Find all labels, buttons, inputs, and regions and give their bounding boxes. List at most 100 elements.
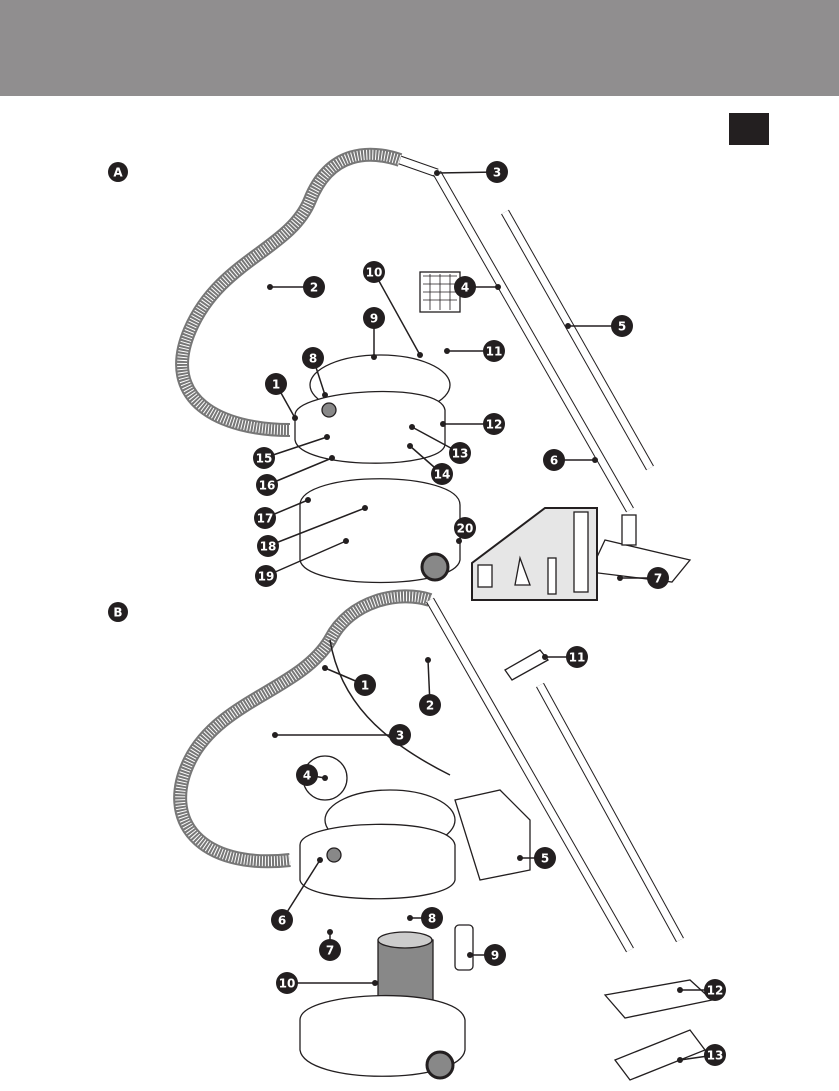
callout-number: 8	[428, 912, 436, 926]
callout-figure-a-5: 5	[565, 315, 633, 337]
callout-badge	[647, 567, 669, 589]
callout-number: 13	[452, 447, 469, 461]
callout-number: 15	[256, 452, 273, 466]
callout-number: 2	[426, 699, 434, 713]
leader-dot	[322, 775, 328, 781]
callout-figure-b-1: 1	[322, 665, 376, 696]
callout-figure-a-9: 9	[363, 307, 385, 360]
figure-a-label: A	[108, 162, 128, 182]
leader-dot	[322, 392, 328, 398]
callout-number: 18	[260, 540, 277, 554]
leader-dot	[456, 538, 462, 544]
callout-figure-a-3: 3	[434, 161, 508, 183]
callout-number: 10	[279, 977, 296, 991]
callout-badge	[254, 507, 276, 529]
callout-badge	[704, 979, 726, 1001]
callout-badge	[454, 276, 476, 298]
callout-badge	[257, 535, 279, 557]
page-header-band	[0, 0, 839, 96]
callout-number: 5	[618, 320, 626, 334]
leader-dot	[542, 654, 548, 660]
callout-figure-b-12: 12	[677, 979, 726, 1001]
callout-number: 11	[486, 345, 503, 359]
callout-figure-a-1: 1	[265, 373, 298, 421]
callout-badge	[704, 1044, 726, 1066]
leader-dot	[444, 348, 450, 354]
callout-badge	[255, 565, 277, 587]
callout-badge	[271, 909, 293, 931]
callout-number: 1	[272, 378, 280, 392]
leader-dot	[371, 354, 377, 360]
callout-badge	[302, 347, 324, 369]
leader-dot	[329, 455, 335, 461]
callout-badge	[449, 442, 471, 464]
callout-badge	[354, 674, 376, 696]
callout-number: 4	[461, 281, 469, 295]
callout-figure-b-6: 6	[271, 857, 323, 931]
callout-figure-a-7: 7	[617, 567, 669, 589]
leader-line	[263, 436, 328, 459]
callout-badge	[421, 907, 443, 929]
callout-figure-a-6: 6	[543, 449, 598, 471]
callout-number: 16	[259, 479, 276, 493]
svg-text:A: A	[113, 166, 123, 180]
callout-number: 10	[366, 266, 383, 280]
accessories-box	[471, 507, 598, 601]
callout-badge	[363, 307, 385, 329]
leader-dot	[292, 415, 298, 421]
callout-figure-b-9: 9	[467, 944, 506, 966]
callout-number: 20	[457, 522, 474, 536]
callout-figure-a-18: 18	[257, 505, 368, 557]
callout-figure-b-8: 8	[407, 907, 443, 929]
callout-badge	[483, 340, 505, 362]
callout-number: 2	[310, 281, 318, 295]
callout-badge	[454, 517, 476, 539]
leader-line	[373, 271, 421, 356]
callout-number: 4	[303, 769, 311, 783]
leader-dot	[343, 538, 349, 544]
leader-dot	[467, 952, 473, 958]
callout-badge	[303, 276, 325, 298]
leader-dot	[372, 980, 378, 986]
callout-figure-a-15: 15	[253, 434, 330, 469]
leader-dot	[440, 421, 446, 427]
leader-dot	[417, 352, 423, 358]
callout-number: 19	[258, 570, 275, 584]
body-a	[294, 390, 446, 464]
leader-dot	[495, 284, 501, 290]
callout-number: 3	[396, 729, 404, 743]
callout-figure-a-14: 14	[407, 443, 453, 485]
callout-badge	[296, 764, 318, 786]
callout-figure-a-8: 8	[302, 347, 328, 398]
floor-nozzle-b	[603, 979, 714, 1019]
leader-dot	[677, 1057, 683, 1063]
detergent-tank	[454, 789, 531, 881]
callout-number: 14	[434, 468, 451, 482]
callout-badge	[534, 847, 556, 869]
callout-figure-b-7: 7	[319, 929, 341, 961]
leader-dot	[425, 657, 431, 663]
callout-badge	[389, 724, 411, 746]
callout-figure-b-4: 4	[296, 764, 328, 786]
callout-badge	[611, 315, 633, 337]
callout-badge	[276, 972, 298, 994]
figure-b-label: B	[108, 602, 128, 622]
callout-badge	[566, 646, 588, 668]
callout-figure-b-10: 10	[276, 972, 378, 994]
leader-dot	[434, 170, 440, 176]
callout-figure-a-12: 12	[440, 413, 505, 435]
upholstery-nozzle-b	[504, 649, 549, 681]
callout-badge	[265, 373, 287, 395]
callout-figure-a-10: 10	[363, 261, 423, 358]
leader-dot	[407, 443, 413, 449]
language-tab-marker	[729, 113, 769, 145]
leader-dot	[592, 457, 598, 463]
leader-dot	[324, 434, 330, 440]
callout-number: 13	[707, 1049, 724, 1063]
leader-dot	[272, 732, 278, 738]
leader-line	[267, 507, 366, 547]
leader-dot	[565, 323, 571, 329]
callout-figure-a-17: 17	[254, 497, 311, 529]
callout-badge	[484, 944, 506, 966]
